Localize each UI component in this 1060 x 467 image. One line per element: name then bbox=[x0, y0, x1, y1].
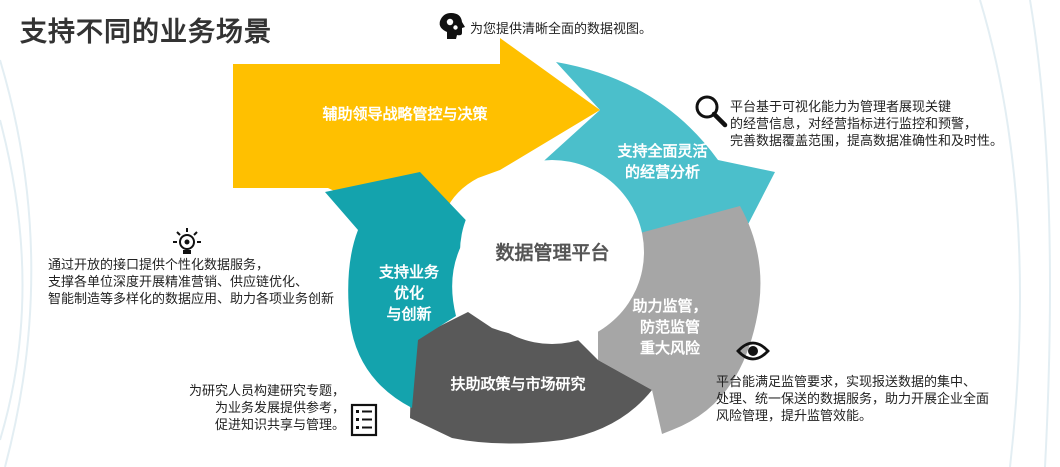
center-hub bbox=[460, 160, 644, 344]
checklist-icon bbox=[350, 403, 378, 437]
lightbulb-icon bbox=[173, 228, 201, 254]
note-analysis: 平台基于可视化能力为管理者展现关键 的经营信息，对经营指标进行监控和预警， 完善… bbox=[730, 99, 1004, 148]
segment-innovation-arrow bbox=[325, 172, 480, 408]
note-policy: 为研究人员构建研究专题， 为业务发展提供参考， 促进知识共享与管理。 bbox=[188, 383, 345, 432]
note-regulation: 平台能满足监管要求，实现报送数据的集中、 处理、统一保送的数据服务，助力开展企业… bbox=[716, 374, 990, 423]
head-gears-icon bbox=[439, 13, 465, 39]
note-top: 为您提供清晰全面的数据视图。 bbox=[470, 21, 653, 36]
segment-policy-label: 扶助政策与市场研究 bbox=[450, 376, 586, 393]
segment-strategy-label: 辅助领导战略管控与决策 bbox=[322, 106, 488, 123]
magnifier-icon bbox=[695, 95, 728, 128]
segment-regulation-label: 助力监管， 防范监管 重大风险 bbox=[632, 298, 708, 357]
segment-analysis-label: 支持全面灵活 的经营分析 bbox=[617, 143, 708, 181]
segment-policy-arrow bbox=[410, 312, 652, 444]
center-platform-label: 数据管理平台 bbox=[495, 243, 610, 264]
note-innovation: 通过开放的接口提供个性化数据服务， 支撑各单位深度开展精准营销、供应链优化、 智… bbox=[48, 257, 335, 306]
page-title: 支持不同的业务场景 bbox=[20, 17, 272, 47]
eye-icon bbox=[736, 341, 770, 361]
segment-innovation-label: 支持业务 优化 与创新 bbox=[378, 264, 439, 323]
segment-strategy-arrow bbox=[233, 38, 600, 232]
